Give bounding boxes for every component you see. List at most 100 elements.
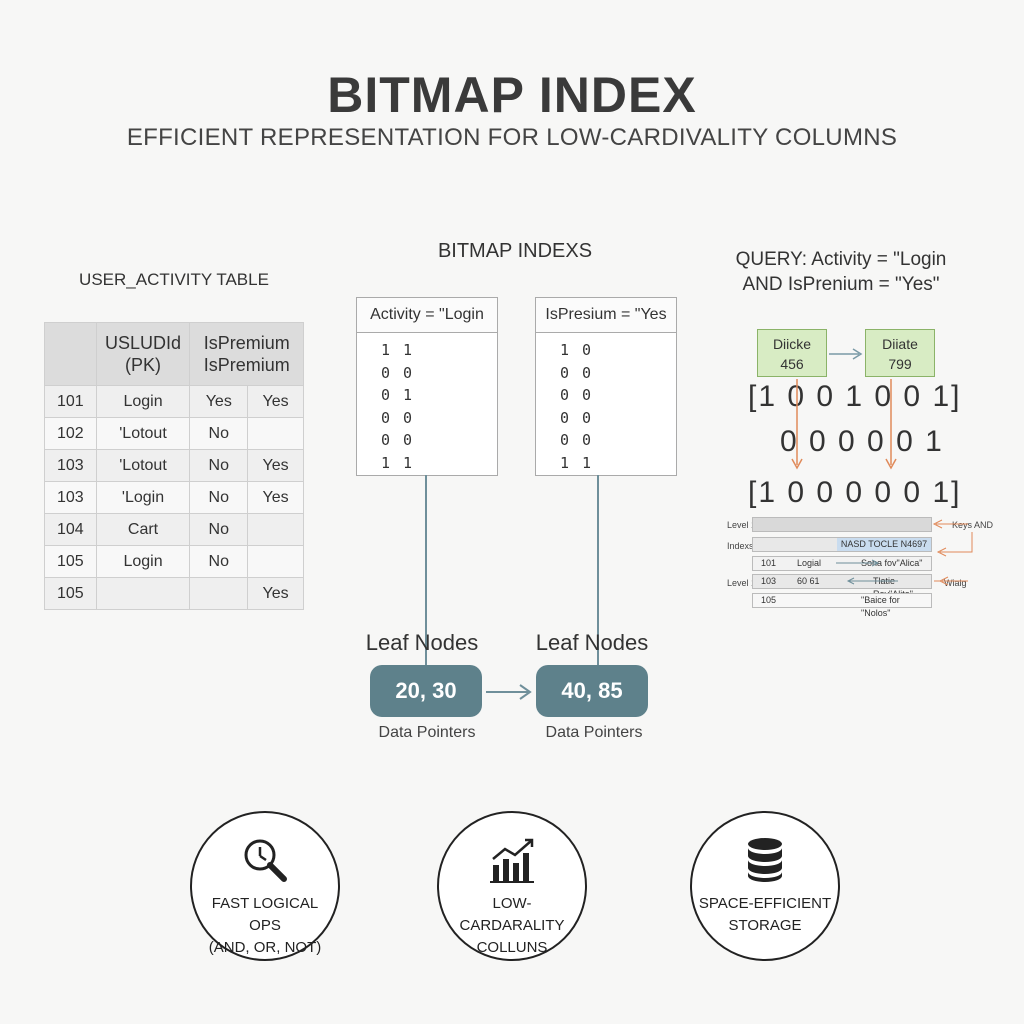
feature-label: SPACE-EFFICIENT STORAGE [698,895,832,934]
query-box-label: Diicke [772,336,812,352]
data-pointers-caption: Data Pointers [545,724,643,741]
query-box-value: 456 [780,356,804,372]
bitmap-bit: 1 [381,341,391,359]
table-cell: 103 [44,481,97,514]
connector-line [425,475,427,665]
bitmap-bit: 0 [582,431,592,449]
bitmap-bit: 0 [560,408,570,427]
bitmap-bit: 0 [582,408,592,427]
bitmap-bit: 0 [381,408,391,427]
table-row: 105 Yes [44,577,304,610]
bitmap-bit: 0 [582,363,592,382]
table-header-premium: IsPremium IsPremium [189,322,304,386]
mini-row-id: 103 [761,576,777,586]
page-title: BITMAP INDEX [327,67,697,123]
table-cell: 'Lotout [95,449,191,482]
table-cell [247,417,304,450]
mini-level-label: Level 1 [727,520,757,530]
mini-arrows-icon [836,519,973,586]
feature-label: FAST LOGICAL OPS (AND, OR, NOT) [208,895,322,956]
bitmap-bit: 0 [582,341,592,359]
mini-bar [752,517,932,532]
bitmap-bit: 1 [582,453,592,472]
table-cell: No [189,545,249,578]
bitmap-bit: 0 [403,363,413,382]
table-cell: No [189,513,249,546]
bitmap-bit: 0 [403,431,413,449]
bitmap-bit: 0 [403,408,413,427]
bitmap-bit: 1 [403,453,413,472]
bitmap-bit: 0 [381,363,391,382]
bitmap-operand-a: [1 0 0 1 0 0 1] [748,380,962,413]
table-cell: 'Login [95,481,191,514]
table-cell: Yes [189,385,249,418]
leaf-nodes-label: Leaf Nodes [535,630,649,655]
table-cell: 'Lotout [95,417,191,450]
query-box-left: Diicke 456 [757,329,827,377]
mini-row: 105 "Baice for "Nolos" [752,593,932,618]
table-cell: Login [95,545,191,578]
bitmap-bit: 0 [381,431,391,449]
mini-row-note: Sona fov"Alica" [861,558,923,568]
bitmap-bit: 1 [381,453,391,472]
query-text-line1: QUERY: Activity = "Login [735,249,947,270]
feature-low-cardinality: LOW-CARDARALITY COLLUNS [437,811,587,961]
mini-side-label: Wialg [944,578,967,588]
feature-label: LOW-CARDARALITY COLLUNS [459,895,565,956]
connector-line [597,475,599,665]
table-cell: Yes [247,481,304,514]
bitmap-operand-b: 0 0 0 0 0 1 [780,425,944,458]
feature-fast-logical-ops: FAST LOGICAL OPS (AND, OR, NOT) [190,811,340,961]
bitmap-heading: BITMAP INDEXS [437,240,593,262]
leaf-arrow-icon [486,684,532,700]
table-cell: 105 [44,545,97,578]
table-cell [247,513,304,546]
bitmap-result: [1 0 0 0 0 0 1] [748,476,962,509]
query-box-right: Diiate 799 [865,329,935,377]
mini-row-value: 60 61 [797,576,820,586]
database-icon [748,838,782,882]
table-cell: Yes [247,577,304,610]
user-table-heading: USER_ACTIVITY TABLE [79,270,269,289]
page-subtitle: EFFICIENT REPRESENTATION FOR LOW-CARDIVA… [126,124,898,151]
bitmap-bit: 1 [403,386,413,404]
mini-row-note: "Baice for "Nolos" [861,595,900,618]
leaf-node: 20, 30 [370,665,482,717]
table-cell: 105 [44,577,97,610]
table-cell: 102 [44,417,97,450]
mini-row-value: Logial [797,558,822,568]
table-cell: Cart [95,513,191,546]
bitmap-bit: 0 [560,431,570,449]
mini-level-label: Level 1 [727,578,757,588]
leaf-node: 40, 85 [536,665,648,717]
query-down-arrows-icon [791,379,897,470]
table-cell [189,577,249,610]
bitmap-bit: 0 [582,386,592,404]
table-cell [247,545,304,578]
data-pointers-caption: Data Pointers [378,724,476,741]
bitmap-box-header: IsPresium = "Yes [536,298,676,333]
table-cell: Yes [247,385,304,418]
query-text-line2: AND IsPrenium = "Yes" [742,274,940,295]
table-header-id: USLUDId (PK) [95,322,191,386]
mini-header-text: NASD TOCLE N4697 [837,538,931,551]
table-cell: 101 [44,385,97,418]
bitmap-bit: 0 [560,363,570,382]
table-cell [95,577,191,610]
query-box-value: 799 [888,356,912,372]
